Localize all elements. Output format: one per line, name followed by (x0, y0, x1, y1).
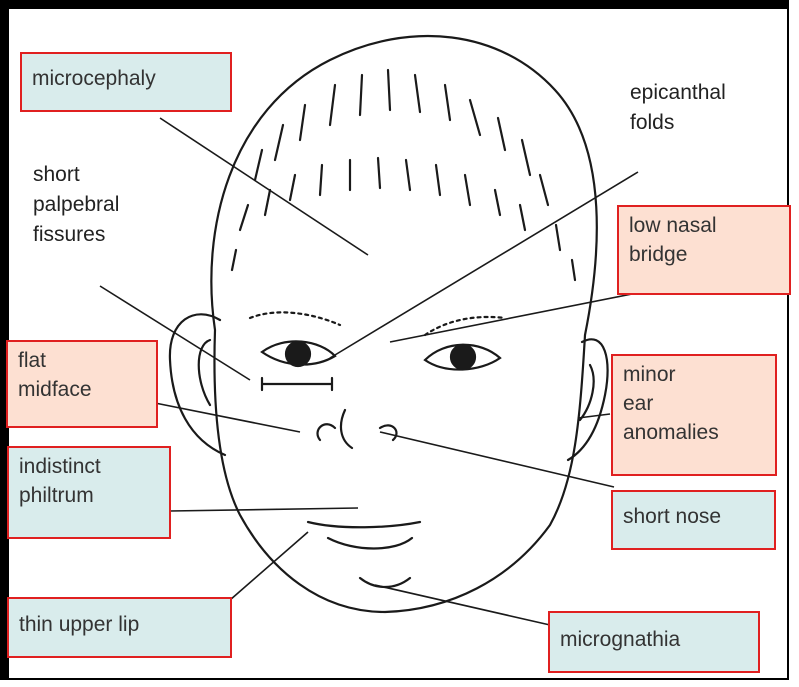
right-ear (568, 339, 608, 460)
label-indistinct-philtrum: indistinct philtrum (7, 446, 171, 539)
label-thin-upper-lip: thin upper lip (7, 597, 232, 658)
label-short-nose: short nose (611, 490, 776, 550)
mouth (308, 522, 420, 549)
label-epicanthal-folds: epicanthal folds (630, 78, 726, 138)
left-eyebrow (250, 312, 340, 325)
hair-strokes (232, 70, 575, 280)
fissure-bracket (262, 378, 332, 390)
nose (318, 410, 397, 448)
label-low-nasal-bridge: low nasal bridge (617, 205, 791, 295)
label-micrognathia: micrognathia (548, 611, 760, 673)
label-short-palpebral-fissures: short palpebral fissures (33, 160, 119, 250)
label-flat-midface: flat midface (6, 340, 158, 428)
label-microcephaly: microcephaly (20, 52, 232, 112)
label-minor-ear-anomalies: minor ear anomalies (611, 354, 777, 476)
